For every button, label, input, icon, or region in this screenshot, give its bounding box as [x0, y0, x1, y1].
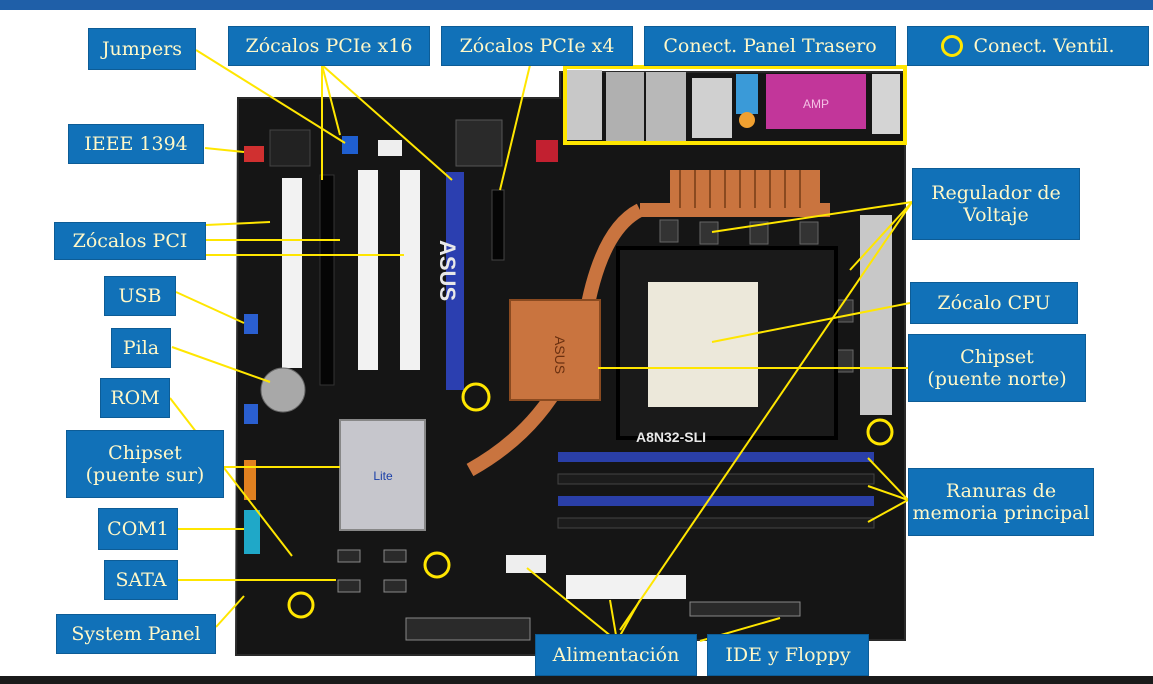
label-ventil-text: Conect. Ventil. [973, 35, 1115, 57]
lite-logo: Lite [373, 469, 393, 483]
label-regulador-line2: Voltaje [963, 204, 1029, 226]
label-chipset-sur-line2: (puente sur) [85, 464, 205, 486]
label-ranuras-line1: Ranuras de [945, 480, 1057, 502]
label-zocalos-pci: Zócalos PCI [54, 222, 206, 260]
label-pcie-x16: Zócalos PCIe x16 [228, 26, 430, 66]
label-chipset-sur-line1: Chipset [108, 442, 182, 464]
label-zocalo-cpu: Zócalo CPU [910, 282, 1078, 324]
asus-nb-logo: ASUS [552, 336, 568, 374]
pci-slots [282, 170, 420, 370]
label-usb: USB [104, 276, 176, 316]
label-pcie-x4: Zócalos PCIe x4 [441, 26, 633, 66]
label-alimentacion: Alimentación [535, 634, 697, 676]
asus-board-logo: ASUS [435, 240, 460, 301]
label-com1: COM1 [98, 508, 178, 550]
label-system-panel: System Panel [56, 614, 216, 654]
label-chipset-norte-line1: Chipset [960, 346, 1034, 368]
label-ranuras-memoria: Ranuras de memoria principal [908, 468, 1094, 536]
label-regulador-line1: Regulador de [931, 182, 1061, 204]
top-title-bar [0, 0, 1153, 10]
label-chipset-sur: Chipset (puente sur) [66, 430, 224, 498]
label-pila: Pila [111, 328, 171, 368]
bottom-bar [0, 676, 1153, 684]
label-ieee1394: IEEE 1394 [68, 124, 204, 164]
label-sata: SATA [104, 560, 178, 600]
amp-logo: AMP [803, 97, 829, 111]
label-chipset-norte: Chipset (puente norte) [908, 334, 1086, 402]
rear-panel-connectors: AMP [566, 70, 900, 142]
label-ranuras-line2: memoria principal [912, 502, 1090, 524]
label-jumpers: Jumpers [88, 28, 196, 70]
label-panel-trasero: Conect. Panel Trasero [644, 26, 896, 66]
label-ventil: Conect. Ventil. [907, 26, 1149, 66]
model-name: A8N32-SLI [636, 429, 706, 445]
label-regulador: Regulador de Voltaje [912, 168, 1080, 240]
label-rom: ROM [100, 378, 170, 418]
label-chipset-norte-line2: (puente norte) [927, 368, 1067, 390]
fan-connector-icon [941, 35, 964, 57]
ram-slots [557, 452, 875, 529]
label-ide-floppy: IDE y Floppy [707, 634, 869, 676]
